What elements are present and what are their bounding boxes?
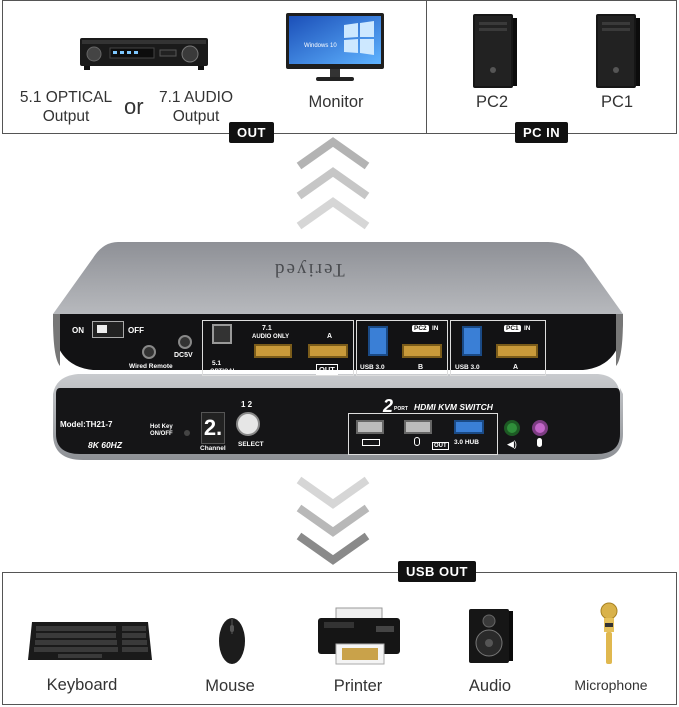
pc2-ports-group	[356, 320, 448, 376]
mouse-label: Mouse	[205, 677, 255, 695]
wired-remote-port[interactable]	[142, 345, 156, 359]
dc5v-label: DC5V	[174, 352, 193, 359]
wired-remote-label: Wired Remote	[129, 363, 173, 370]
out-badge: OUT	[316, 364, 338, 375]
usb30-pc1-label: USB 3.0	[455, 364, 480, 371]
or-label: or	[124, 94, 144, 119]
select-numbers: 1 2	[241, 400, 253, 409]
switch-port-word: PORT	[394, 406, 408, 412]
pc2-in-badge: PC2	[412, 325, 429, 332]
optical-label: OPTICAL	[210, 369, 237, 375]
hotkey-indicator	[184, 430, 190, 436]
microphone-label: Microphone	[574, 677, 648, 693]
hdmi-out-a-port[interactable]	[308, 344, 348, 358]
pc-in-tag: PC IN	[515, 122, 569, 143]
out-port-a-label: A	[327, 333, 333, 340]
resolution-label: 8K 60HZ	[88, 440, 123, 450]
pc1-tower-icon	[596, 14, 640, 88]
channel-display: 2.	[201, 412, 225, 444]
hub-label: 3.0 HUB	[454, 439, 479, 446]
brand-logo: Teriyed	[273, 259, 345, 280]
speaker-icon	[469, 609, 513, 663]
usb-front-group	[348, 413, 498, 455]
optical-output-label: 5.1 OPTICAL Output	[19, 89, 113, 125]
mouse-symbol-icon	[414, 437, 420, 446]
pc2-label: PC2	[475, 93, 509, 111]
pc1-in-badge: PC1	[504, 325, 521, 332]
audio-only-label: AUDIO ONLY	[252, 334, 290, 340]
in-port-b-label: B	[418, 364, 424, 371]
microphone-icon	[600, 602, 618, 664]
usb-b-pc1-port[interactable]	[462, 326, 482, 356]
speaker-symbol-icon: ◀)	[507, 439, 517, 449]
hotkey-label: Hot Key ON/OFF	[150, 424, 173, 437]
usb30-pc2-label: USB 3.0	[360, 364, 385, 371]
usb-out-tag: USB OUT	[398, 561, 476, 582]
pc1-ports-group	[450, 320, 546, 376]
power-off-label: OFF	[128, 326, 144, 335]
usb-hub-port[interactable]	[454, 420, 484, 434]
in-port-a-label: A	[513, 364, 519, 371]
usb-mouse-port[interactable]	[404, 420, 432, 434]
usb-keyboard-port[interactable]	[356, 420, 384, 434]
out-small-badge: OUT	[432, 442, 449, 450]
audio-output-label: 7.1 AUDIO Output	[158, 89, 234, 125]
switch-port-number: 2	[383, 396, 394, 416]
dc5v-port[interactable]	[178, 335, 192, 349]
select-button[interactable]	[236, 412, 260, 436]
pc2-in-text: IN	[432, 325, 439, 332]
audio-71-label: 7.1	[262, 325, 272, 332]
pc1-in-text: IN	[524, 325, 531, 332]
monitor-screen-text: Windows 10	[304, 43, 337, 49]
out-tag: OUT	[229, 122, 274, 143]
mic-jack-pink[interactable]	[532, 420, 548, 436]
keyboard-label: Keyboard	[46, 676, 118, 694]
power-switch[interactable]	[92, 321, 124, 338]
printer-icon	[318, 607, 400, 665]
switch-title: HDMI KVM SWITCH	[414, 402, 493, 412]
out-ports-group	[202, 320, 354, 376]
optical-port[interactable]	[212, 324, 232, 344]
audio-receiver-icon	[80, 38, 208, 70]
keyboard-symbol-icon	[362, 439, 380, 446]
channel-label: Channel	[200, 445, 226, 452]
hdmi-out-audio-port[interactable]	[254, 344, 292, 358]
down-arrows-icon	[296, 476, 370, 565]
keyboard-icon	[28, 622, 152, 660]
audio-label: Audio	[468, 677, 512, 695]
select-label: SELECT	[238, 441, 264, 448]
monitor-icon: Windows 10	[286, 13, 384, 81]
mouse-icon	[219, 618, 245, 664]
pc1-label: PC1	[600, 93, 634, 111]
up-arrows-icon	[296, 137, 370, 230]
audio-jack-green[interactable]	[504, 420, 520, 436]
hdmi-in-b-port[interactable]	[402, 344, 442, 358]
power-on-label: ON	[72, 326, 84, 335]
printer-label: Printer	[333, 677, 383, 695]
kvm-switch-device	[53, 242, 623, 460]
monitor-label: Monitor	[308, 93, 364, 111]
mic-symbol-icon	[537, 438, 542, 447]
pc2-tower-icon	[473, 14, 517, 88]
usb-b-pc2-port[interactable]	[368, 326, 388, 356]
model-label: Model:TH21-7	[60, 420, 113, 429]
audio-51-label: 5.1	[212, 360, 222, 367]
hdmi-in-a-port[interactable]	[496, 344, 538, 358]
